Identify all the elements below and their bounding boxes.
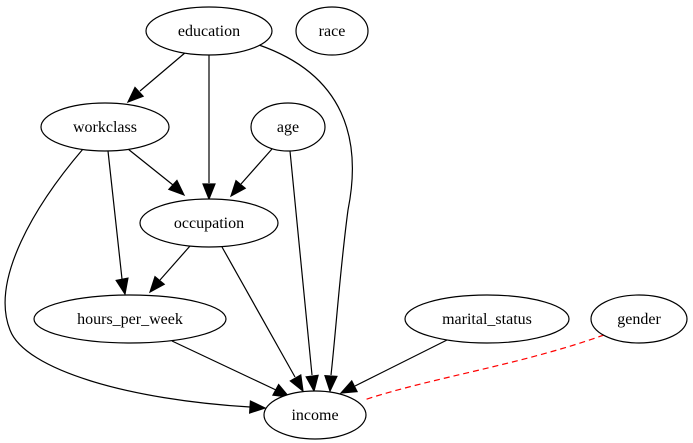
node-occupation: occupation bbox=[139, 198, 279, 248]
edge-line bbox=[159, 245, 191, 281]
arrowhead bbox=[115, 277, 129, 296]
arrowhead bbox=[229, 179, 247, 198]
arrowhead bbox=[271, 383, 291, 398]
node-workclass: workclass bbox=[40, 102, 170, 152]
edge-line bbox=[171, 340, 277, 391]
arrowhead bbox=[289, 374, 304, 393]
edge-occupation-to-hours-per-week bbox=[148, 245, 191, 294]
node-label-workclass: workclass bbox=[73, 119, 137, 136]
edge-workclass-to-occupation bbox=[127, 148, 186, 197]
node-race: race bbox=[295, 6, 369, 56]
edge-line bbox=[289, 150, 313, 376]
node-label-gender: gender bbox=[617, 311, 661, 328]
edge-education-to-workclass bbox=[126, 51, 187, 104]
arrowhead bbox=[324, 375, 338, 393]
arrowhead bbox=[248, 400, 267, 414]
edge-line bbox=[240, 148, 273, 185]
arrowhead bbox=[339, 379, 359, 394]
arrowhead bbox=[167, 179, 186, 197]
edge-marital-status-to-income bbox=[339, 339, 448, 394]
edge-line bbox=[363, 334, 605, 401]
edge-line bbox=[258, 44, 353, 376]
edge-gender-to-income bbox=[363, 334, 605, 401]
arrowhead bbox=[305, 374, 319, 393]
node-label-marital-status: marital_status bbox=[442, 311, 532, 328]
node-education: education bbox=[145, 6, 273, 56]
edge-education-to-occupation bbox=[202, 55, 216, 201]
edge-line bbox=[354, 339, 448, 387]
edge-line bbox=[127, 148, 174, 186]
edge-education-to-income bbox=[258, 44, 353, 393]
node-label-hours-per-week: hours_per_week bbox=[77, 311, 183, 328]
node-label-age: age bbox=[277, 119, 299, 136]
node-label-education: education bbox=[178, 23, 240, 40]
edge-line bbox=[107, 150, 123, 280]
node-age: age bbox=[250, 102, 326, 152]
edge-workclass-to-income bbox=[4, 148, 267, 414]
edge-age-to-occupation bbox=[229, 148, 273, 198]
edge-line bbox=[139, 51, 187, 92]
arrowhead bbox=[202, 183, 216, 201]
node-marital-status: marital_status bbox=[404, 294, 570, 344]
graph-edges bbox=[4, 44, 605, 414]
node-hours-per-week: hours_per_week bbox=[33, 294, 227, 344]
edge-hours-per-week-to-income bbox=[171, 340, 291, 398]
node-label-race: race bbox=[319, 23, 346, 40]
edge-line bbox=[4, 148, 251, 408]
edge-occupation-to-income bbox=[221, 246, 304, 393]
arrowhead bbox=[148, 275, 166, 294]
arrowhead bbox=[126, 86, 145, 104]
node-income: income bbox=[263, 390, 367, 440]
edge-age-to-income bbox=[289, 150, 319, 393]
node-label-income: income bbox=[291, 407, 338, 424]
node-gender: gender bbox=[590, 294, 688, 344]
edge-workclass-to-hours-per-week bbox=[107, 150, 129, 296]
node-label-occupation: occupation bbox=[174, 215, 244, 232]
edge-line bbox=[221, 246, 296, 378]
